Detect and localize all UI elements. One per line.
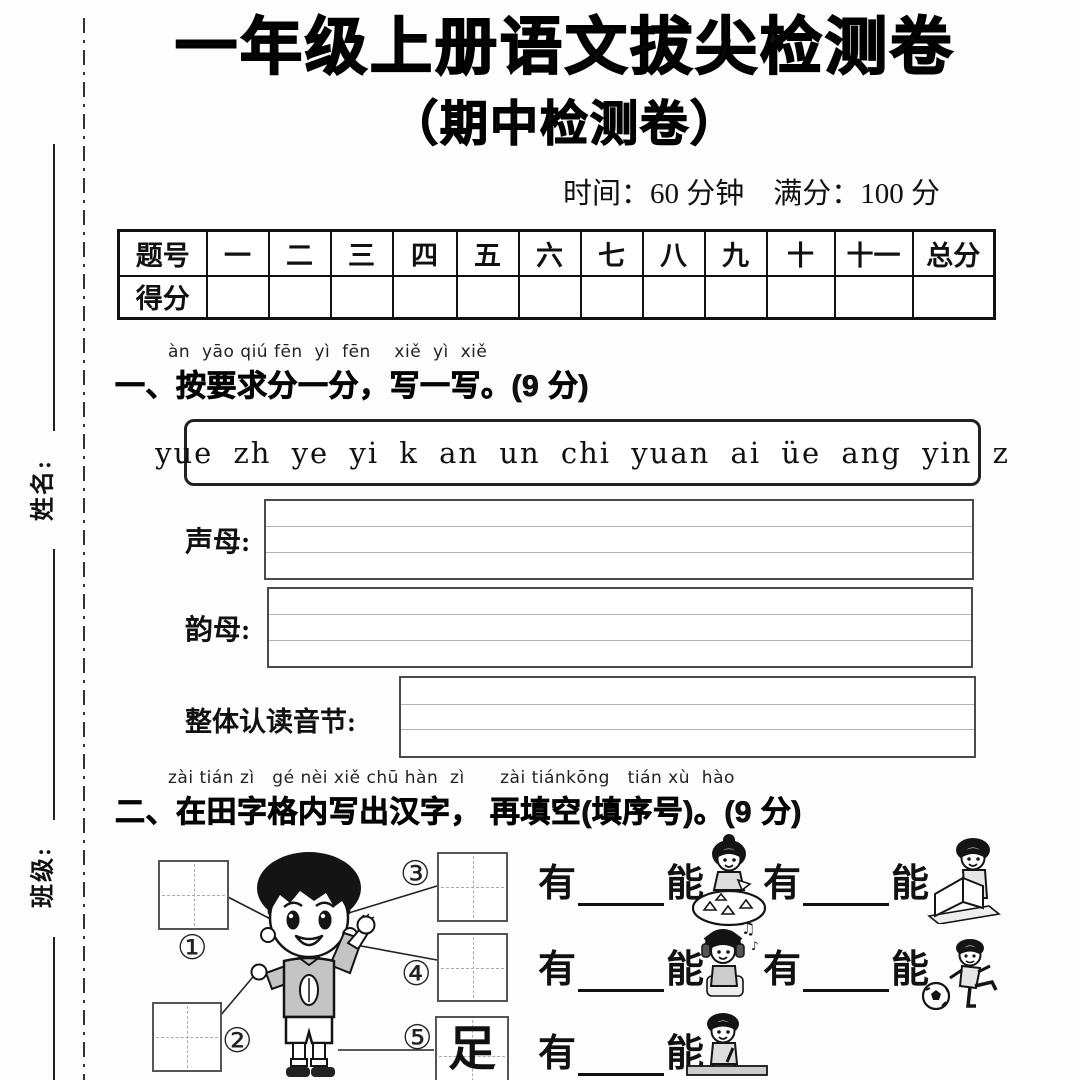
score-header-cell: 三: [329, 229, 394, 277]
score-header-cell: 总分: [911, 229, 996, 277]
section1-pinyin: àn yāo qiú fēn yì fēn xiě yì xiě: [168, 342, 488, 362]
section2-pinyin: zài tián zì gé nèi xiě chū hàn zì zài ti…: [168, 768, 735, 788]
zhengti-label: 整体认读音节:: [185, 707, 356, 737]
boy-eating-icon: [686, 1013, 768, 1076]
score-header-cell: 题号: [117, 229, 208, 277]
circled-number-5: ⑤: [402, 1018, 433, 1058]
circled-number-2: ②: [222, 1021, 253, 1061]
score-cell: [833, 274, 914, 320]
circled-number-3: ③: [400, 854, 431, 894]
section2-heading: 二、在田字格内写出汉字， 再填空(填序号)。(9 分): [115, 796, 802, 830]
boy-reading-book-icon: [927, 838, 1001, 924]
circled-number-1: ①: [177, 928, 208, 968]
blank-line: [578, 953, 665, 992]
time-score-line: 时间：60 分钟 满分：100 分: [563, 178, 941, 210]
fill-phrase-4: 有能: [763, 949, 930, 992]
score-header-cell: 八: [641, 229, 706, 277]
margin-rule-middle: [53, 549, 55, 820]
score-table-score-row: 得分: [117, 274, 996, 320]
character-grid-4: [437, 933, 508, 1002]
fill-phrase-5: 有能: [538, 1033, 705, 1076]
fill-phrase-1: 有能: [538, 863, 705, 906]
student-name-label: 姓名:: [30, 459, 57, 521]
syllable-box: yue zh ye yi k an un chi yuan ai üe ang …: [155, 419, 1008, 486]
score-cell: [267, 274, 332, 320]
blank-line: [803, 867, 890, 906]
yunmu-label: 韵母:: [185, 615, 251, 646]
margin-rule-top: [53, 144, 55, 431]
score-header-cell: 五: [455, 229, 520, 277]
girl-folding-paper-icon: [691, 834, 767, 927]
score-header-cell: 六: [517, 229, 582, 277]
fill-phrase-2: 有能: [763, 863, 930, 906]
girl-listening-music-icon: ♫ ♪: [701, 920, 759, 997]
score-cell: [329, 274, 394, 320]
score-cell: [641, 274, 706, 320]
character-grid-1: [158, 860, 229, 930]
score-header-cell: 一: [205, 229, 270, 277]
yunmu-writing-grid: [267, 587, 973, 668]
score-header-cell: 九: [703, 229, 768, 277]
fill-phrase-3: 有能: [538, 949, 705, 992]
student-class-label: 班级:: [30, 846, 57, 908]
score-cell: [765, 274, 836, 320]
boy-kicking-ball-icon: [921, 939, 998, 1011]
score-cell: [205, 274, 270, 320]
paper-subtitle: （期中检测卷）: [389, 97, 740, 151]
score-cell: [391, 274, 458, 320]
score-header-cell: 十: [765, 229, 836, 277]
score-cell: [579, 274, 644, 320]
score-header-cell: 七: [579, 229, 644, 277]
score-cell: [911, 274, 996, 320]
score-header-cell: 十一: [833, 229, 914, 277]
score-header-cell: 四: [391, 229, 458, 277]
score-row-label: 得分: [117, 274, 208, 320]
grid5-character: 足: [447, 1023, 496, 1076]
svg-text:♪: ♪: [751, 939, 759, 953]
score-cell: [703, 274, 768, 320]
blank-line: [578, 1037, 665, 1076]
score-cell: [455, 274, 520, 320]
cartoon-boy-icon: [250, 852, 376, 1077]
score-table-header-row: 题号 一 二 三 四 五 六 七 八 九 十 十一 总分: [117, 229, 996, 277]
blank-line: [578, 867, 665, 906]
shengmu-label: 声母:: [185, 527, 251, 558]
shengmu-writing-grid: [264, 499, 974, 580]
margin-rule-bottom: [53, 937, 55, 1080]
character-grid-3: [437, 852, 508, 922]
circled-number-4: ④: [401, 954, 432, 994]
character-grid-5: 足: [435, 1016, 509, 1080]
zhengti-writing-grid: [399, 676, 976, 758]
blank-line: [803, 953, 890, 992]
section1-heading: 一、按要求分一分，写一写。(9 分): [115, 370, 589, 404]
character-grid-2: [152, 1002, 222, 1072]
svg-text:♫: ♫: [741, 920, 755, 938]
paper-title: 一年级上册语文拔尖检测卷: [174, 13, 955, 83]
score-cell: [517, 274, 582, 320]
score-header-cell: 二: [267, 229, 332, 277]
score-table: 题号 一 二 三 四 五 六 七 八 九 十 十一 总分 得分: [117, 229, 996, 320]
